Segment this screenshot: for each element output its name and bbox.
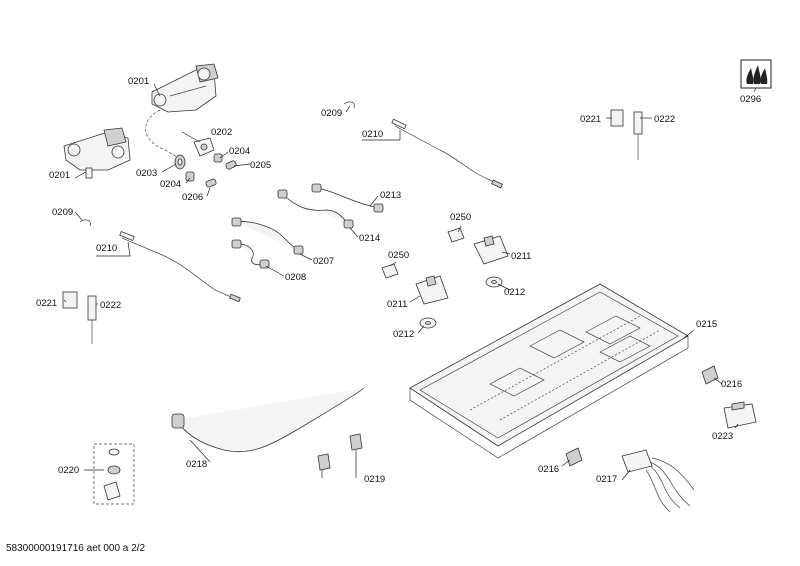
part-0209-clip-lower <box>79 219 91 227</box>
part-0221-spring-lower <box>62 291 78 309</box>
leader-lines <box>63 83 757 481</box>
part-0250-upper <box>447 227 465 243</box>
part-0222-electrode-upper <box>633 111 643 160</box>
part-0222-electrode-lower <box>87 295 97 344</box>
flame-icon <box>740 59 772 89</box>
label-0296: 0296 <box>740 94 761 105</box>
part-0203-ring <box>174 154 186 170</box>
label-0201-lower: 0201 <box>49 170 70 181</box>
label-0222-upper: 0222 <box>654 114 675 125</box>
part-0215-base-tray <box>409 283 689 459</box>
label-0220: 0220 <box>58 465 79 476</box>
label-0204-lower: 0204 <box>160 179 181 190</box>
part-0201-upper-valve <box>151 63 219 113</box>
label-0208: 0208 <box>285 272 306 283</box>
part-0205-screw <box>225 160 237 170</box>
label-0222-lower: 0222 <box>100 300 121 311</box>
label-0217: 0217 <box>596 474 617 485</box>
part-0202-nozzle-plate <box>193 137 215 157</box>
part-0211-ignition-upper <box>473 235 509 265</box>
label-0204-upper: 0204 <box>229 146 250 157</box>
label-0212-lower: 0212 <box>393 329 414 340</box>
label-0206: 0206 <box>182 192 203 203</box>
label-0209-lower: 0209 <box>52 207 73 218</box>
part-0213-gas-tube <box>311 183 384 213</box>
label-0209-upper: 0209 <box>321 108 342 119</box>
part-0218-gas-pipe <box>171 387 365 453</box>
label-0219: 0219 <box>364 474 385 485</box>
label-0212-upper: 0212 <box>504 287 525 298</box>
label-0202: 0202 <box>211 127 232 138</box>
part-0209-clip-upper <box>343 101 355 109</box>
part-0211-ignition-lower <box>415 275 449 305</box>
label-0250-lower: 0250 <box>388 250 409 261</box>
label-0210-lower: 0210 <box>96 243 117 254</box>
part-0208-gas-tube <box>231 239 270 269</box>
part-0206-screw <box>205 178 217 188</box>
part-0212-disc-lower <box>419 317 437 329</box>
label-0210-upper: 0210 <box>362 129 383 140</box>
label-0218: 0218 <box>186 459 207 470</box>
part-0250-lower <box>381 263 399 279</box>
label-0216-lower: 0216 <box>538 464 559 475</box>
label-0250-upper: 0250 <box>450 212 471 223</box>
part-0201-lower-valve <box>63 127 131 179</box>
part-0217-spark-generator <box>621 449 695 513</box>
part-0221-spring-upper <box>610 109 624 127</box>
label-0201-upper: 0201 <box>128 76 149 87</box>
label-0214: 0214 <box>359 233 380 244</box>
part-0216-bracket-upper <box>701 365 719 385</box>
label-0211-upper: 0211 <box>511 251 531 262</box>
label-0221-lower: 0221 <box>36 298 57 309</box>
part-0210-thermocouple-lower <box>119 231 241 303</box>
part-0223-electronic-module <box>723 401 757 429</box>
part-0220-fitting-set <box>93 443 135 505</box>
label-0211-lower: 0211 <box>387 299 407 310</box>
label-0207: 0207 <box>313 256 334 267</box>
label-0203: 0203 <box>136 168 157 179</box>
part-0204-nozzle-lower <box>185 171 195 182</box>
label-0221-upper: 0221 <box>580 114 601 125</box>
part-0212-disc-upper <box>485 276 503 288</box>
label-0223: 0223 <box>712 431 733 442</box>
part-0204-nozzle-upper <box>213 153 223 163</box>
part-0216-bracket-lower <box>565 447 583 467</box>
part-0207-gas-tube <box>231 217 304 255</box>
part-number-labels: 0201 0201 0202 0203 0204 0204 0205 0206 … <box>36 76 761 485</box>
label-0205: 0205 <box>250 160 271 171</box>
label-0216-upper: 0216 <box>721 379 742 390</box>
label-0213: 0213 <box>380 190 401 201</box>
label-0215: 0215 <box>696 319 717 330</box>
part-0214-gas-tube <box>277 189 354 229</box>
document-id-footer: 58300000191716 aet 000 a 2/2 <box>6 543 146 554</box>
part-0210-thermocouple-upper <box>391 118 503 189</box>
part-0219-clips <box>317 433 363 471</box>
